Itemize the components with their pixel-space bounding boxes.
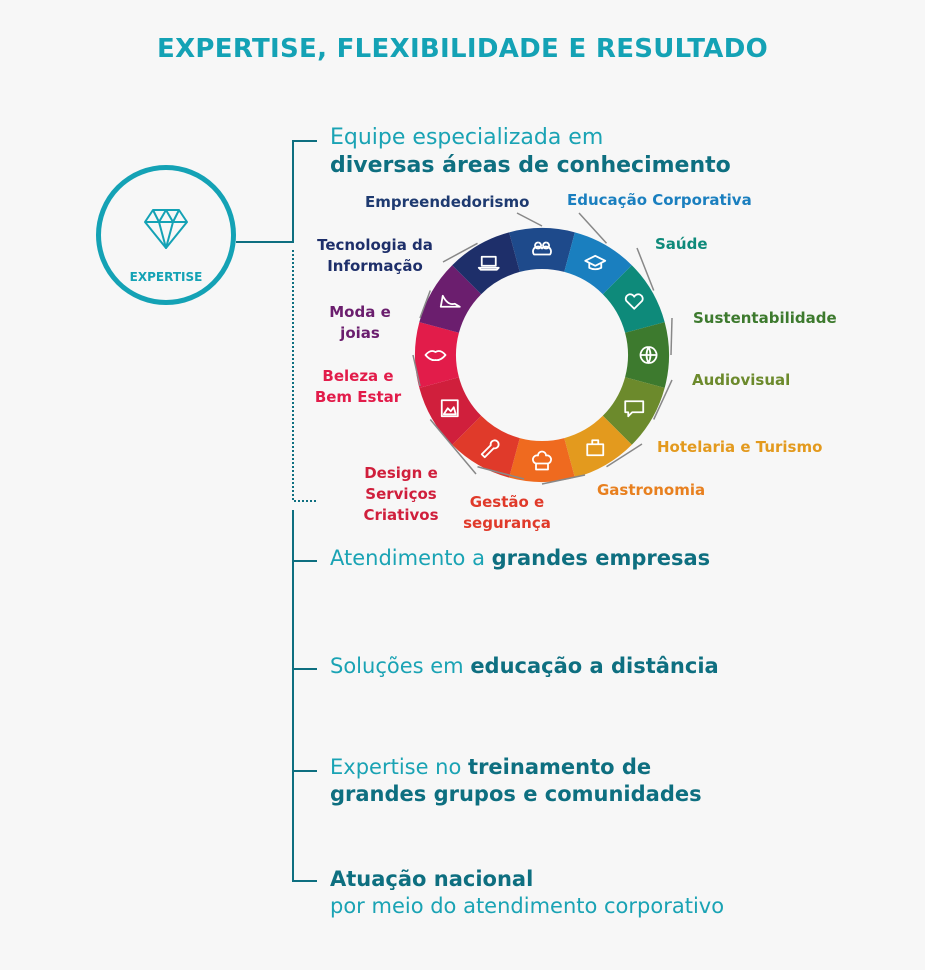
high-heel-icon xyxy=(439,294,461,308)
ring-segment-5 xyxy=(602,377,665,445)
laptop-icon xyxy=(477,255,500,271)
leader-line-9 xyxy=(429,419,477,475)
ring-segment-8 xyxy=(452,415,520,478)
lips-icon xyxy=(424,350,447,362)
segment-label-sustentabilidade: Sustentabilidade xyxy=(693,309,837,327)
chef-hat-icon xyxy=(532,450,552,471)
segment-label-design: Design e Serviços Criativos xyxy=(363,464,439,524)
tree-branch-3 xyxy=(292,668,317,670)
segment-label-beleza: Beleza e Bem Estar xyxy=(314,367,402,406)
picture-icon xyxy=(440,399,459,418)
tree-trunk-dotted xyxy=(292,250,294,500)
tree-branch-1 xyxy=(292,140,317,142)
bullet-national-coverage: Atuação nacional por meio do atendimento… xyxy=(330,867,725,918)
leader-line-10 xyxy=(412,354,421,387)
tree-branch-5 xyxy=(292,880,317,882)
leader-line-1 xyxy=(516,212,543,227)
ring-segment-2 xyxy=(564,232,632,295)
segment-label-saude: Saúde xyxy=(655,235,708,253)
leader-line-4 xyxy=(670,317,673,356)
tree-trunk-top xyxy=(292,140,294,243)
tree-branch-2 xyxy=(292,560,317,562)
ring-segment-1 xyxy=(509,228,575,272)
leader-line-11 xyxy=(419,290,431,319)
segment-label-empreendedorismo: Empreendedorismo xyxy=(365,193,530,211)
people-icon xyxy=(532,241,552,256)
suitcase-icon xyxy=(586,439,605,457)
ring-segment-3 xyxy=(602,265,665,333)
segment-label-tecnologia: Tecnologia da Informação xyxy=(317,236,433,275)
segment-label-hotelaria: Hotelaria e Turismo xyxy=(657,438,823,456)
segment-label-educacao-corporativa: Educação Corporativa xyxy=(567,191,752,209)
dotted-branch xyxy=(294,500,316,502)
badge-label: EXPERTISE xyxy=(129,270,203,284)
tree-trunk-bottom xyxy=(292,510,294,882)
bullet-distance-education: Soluções em educação a distância xyxy=(330,654,719,678)
ring-segment-7 xyxy=(509,438,575,482)
ring-segment-6 xyxy=(564,415,632,478)
graduation-cap-icon xyxy=(584,254,607,271)
bullet-group-training: Expertise no treinamento de grandes grup… xyxy=(330,755,702,806)
segment-label-gestao: Gestão e segurança xyxy=(463,493,551,532)
globe-icon xyxy=(639,346,658,364)
leader-line-5 xyxy=(653,379,673,420)
segment-label-gastronomia: Gastronomia xyxy=(597,481,706,499)
leader-line-3 xyxy=(636,247,655,291)
leader-line-12 xyxy=(442,242,478,263)
leader-line-7 xyxy=(541,474,586,485)
ring-segment-10 xyxy=(414,322,459,388)
leader-line-2 xyxy=(578,212,608,244)
bullet-large-companies: Atendimento a grandes empresas xyxy=(330,546,711,570)
segment-label-audiovisual: Audiovisual xyxy=(692,371,791,389)
tree-branch-4 xyxy=(292,770,317,772)
page-title: EXPERTISE, FLEXIBILIDADE E RESULTADO xyxy=(157,34,768,64)
bullet-specialized-team: Equipe especializada em diversas áreas d… xyxy=(330,125,731,178)
wrench-icon xyxy=(480,439,500,459)
diamond-icon xyxy=(144,209,188,249)
heart-icon xyxy=(624,293,644,310)
expertise-badge: EXPERTISE xyxy=(96,165,236,305)
leader-line-8 xyxy=(477,465,525,480)
connector-line xyxy=(236,241,293,243)
ring-segment-11 xyxy=(419,265,482,333)
speech-bubble-icon xyxy=(624,400,645,418)
ring-segment-12 xyxy=(452,232,520,295)
leader-line-6 xyxy=(606,443,643,468)
segment-label-moda: Moda e joias xyxy=(329,303,391,342)
